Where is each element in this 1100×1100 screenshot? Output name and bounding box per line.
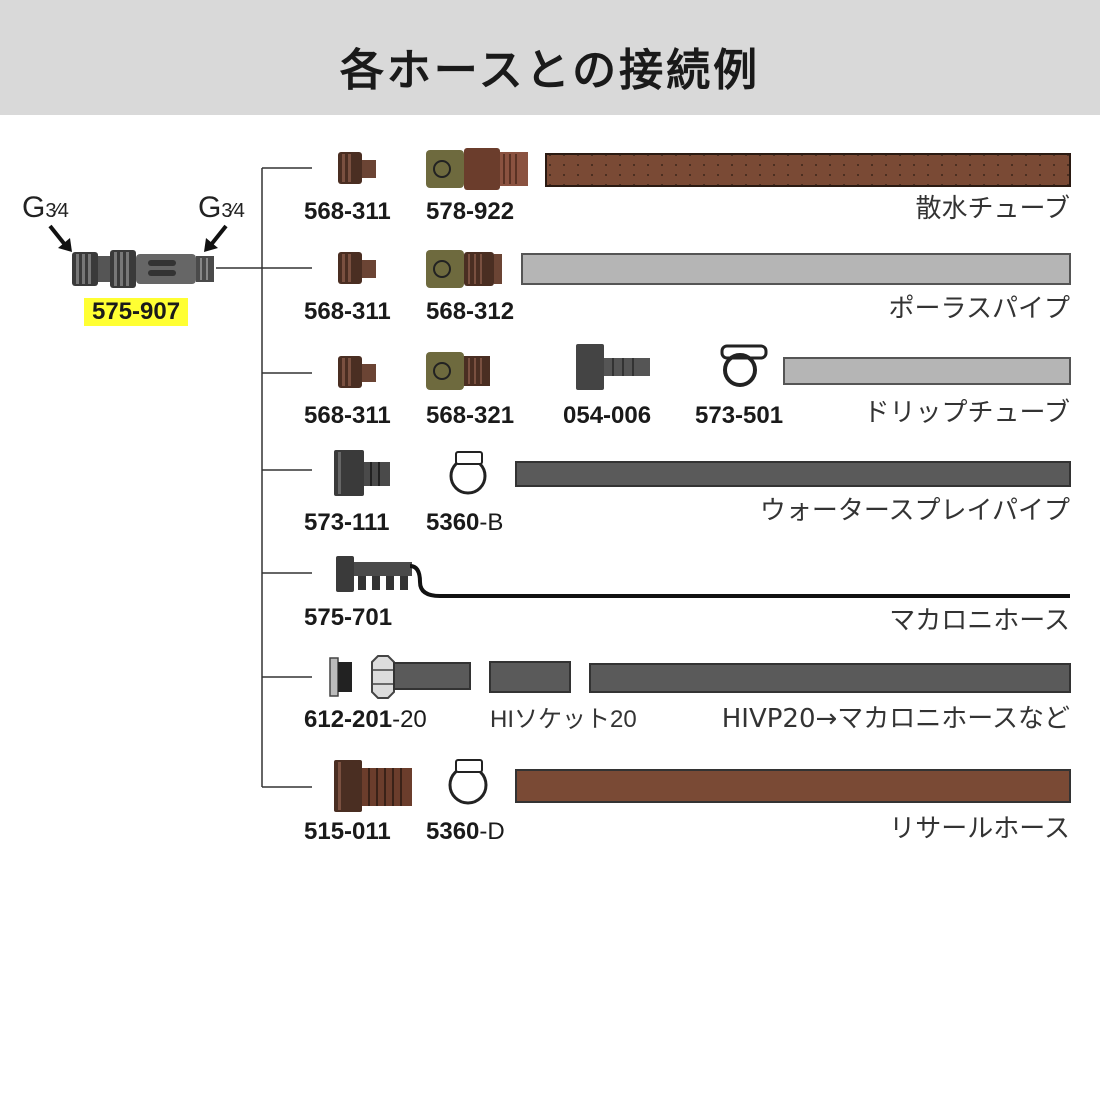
hi-socket-fitting-icon bbox=[371, 655, 471, 699]
part-code: 575-701 bbox=[304, 604, 393, 631]
header-bar: 各ホースとの接続例 bbox=[0, 0, 1100, 115]
hose-band-5360-b-icon bbox=[449, 451, 487, 495]
part-code: 578-922 bbox=[426, 198, 515, 225]
hivp20-pipe-hose bbox=[589, 663, 1071, 693]
hose-name: リサールホース bbox=[889, 814, 1070, 844]
lisal-hose bbox=[515, 769, 1071, 803]
main-connector-code: 575-907 bbox=[84, 298, 189, 326]
outlet-thread-label: G3⁄4 bbox=[198, 191, 245, 224]
drip-tube-hose bbox=[783, 357, 1071, 385]
part-code: 568-312 bbox=[426, 298, 515, 325]
part-code: 568-311 bbox=[304, 298, 391, 325]
connector-568-321-icon bbox=[426, 352, 490, 390]
hose-name: ポーラスパイプ bbox=[888, 294, 1070, 324]
part-code: 573-501 bbox=[695, 402, 784, 429]
coupler-568-311-icon bbox=[338, 356, 376, 388]
part-code: 054-006 bbox=[563, 402, 652, 429]
connector-578-922-icon bbox=[426, 148, 528, 190]
connector-568-312-icon bbox=[426, 250, 502, 288]
clamp-573-501-icon bbox=[720, 344, 768, 387]
adapter-515-011-icon bbox=[334, 760, 412, 812]
hi-socket-20-pipe bbox=[489, 661, 571, 693]
part-code: HIソケット20 bbox=[490, 706, 637, 733]
hose-name: 散水チューブ bbox=[915, 194, 1070, 224]
hose-band-5360-d-icon bbox=[448, 759, 488, 805]
water-spray-pipe-hose bbox=[515, 461, 1071, 487]
part-code: 568-311 bbox=[304, 402, 391, 429]
part-code: 573-111 bbox=[304, 509, 390, 536]
sprinkler-tube-hose bbox=[545, 153, 1071, 187]
hose-name: ドリップチューブ bbox=[863, 398, 1070, 428]
adapter-054-006-icon bbox=[576, 344, 650, 390]
hose-name: HIVP20→マカロニホースなど bbox=[721, 704, 1070, 734]
coupler-568-311-icon bbox=[338, 252, 376, 284]
hose-name: マカロニホース bbox=[889, 606, 1070, 636]
part-code: 515-011 bbox=[304, 818, 391, 845]
hose-name: ウォータースプレイパイプ bbox=[759, 496, 1070, 526]
main-connector-575-907-icon bbox=[72, 250, 214, 288]
adapter-573-111-icon bbox=[334, 450, 390, 496]
bushing-612-201-icon bbox=[329, 657, 352, 697]
porous-pipe-hose bbox=[521, 253, 1071, 285]
manifold-575-701-icon bbox=[336, 556, 412, 592]
outlet-arrow-icon bbox=[204, 224, 228, 252]
part-code: 568-311 bbox=[304, 198, 391, 225]
part-code: 5360-D bbox=[426, 818, 505, 845]
inlet-thread-label: G3⁄4 bbox=[22, 191, 69, 224]
coupler-568-311-icon bbox=[338, 152, 376, 184]
page-title: 各ホースとの接続例 bbox=[339, 44, 761, 96]
part-code: 568-321 bbox=[426, 402, 515, 429]
branch-lines bbox=[216, 167, 312, 788]
inlet-arrow-icon bbox=[48, 224, 72, 252]
macaroni-hose bbox=[409, 564, 1070, 598]
part-code: 5360-B bbox=[426, 509, 504, 536]
part-code: 612-201-20 bbox=[304, 706, 427, 733]
